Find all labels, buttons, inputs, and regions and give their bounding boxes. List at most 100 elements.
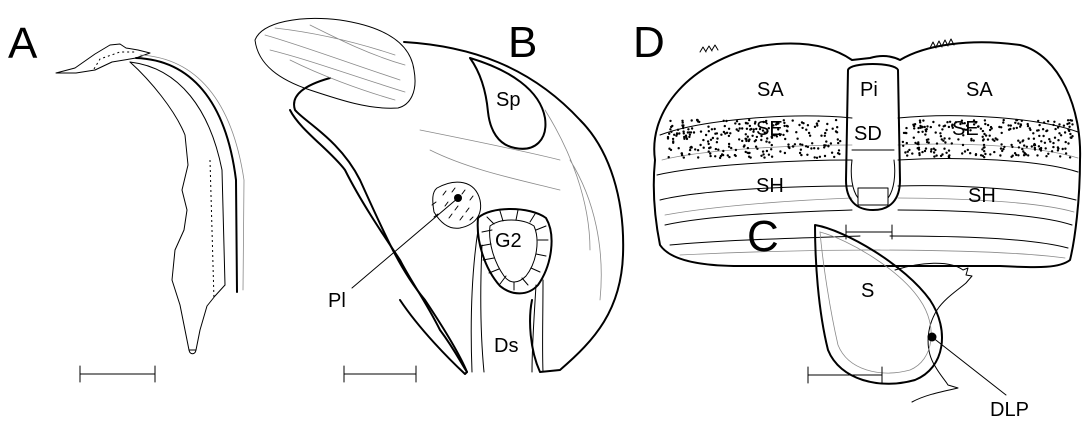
- stipple-dot: [944, 141, 946, 143]
- stipple-dot: [1059, 155, 1061, 157]
- stipple-dot: [990, 126, 992, 128]
- stipple-dot: [989, 153, 991, 155]
- stipple-dot: [1064, 131, 1066, 133]
- stipple-dot: [1065, 141, 1067, 143]
- stipple-dot: [1023, 154, 1025, 156]
- panel-b-body-outline: [294, 42, 623, 374]
- stipple-dot: [763, 156, 765, 158]
- stipple-dot: [920, 127, 922, 129]
- stipple-dot: [837, 138, 839, 140]
- stipple-dot: [922, 119, 924, 121]
- stipple-dot: [690, 146, 692, 148]
- stipple-dot: [678, 147, 680, 149]
- stipple-dot: [747, 147, 749, 149]
- stipple-dot: [670, 149, 672, 151]
- stipple-dot: [1033, 138, 1035, 140]
- stipple-dot: [951, 142, 953, 144]
- stipple-dot: [722, 154, 724, 156]
- stipple-dot: [983, 146, 985, 148]
- stipple-dot: [833, 156, 835, 158]
- stipple-dot: [766, 150, 768, 152]
- stipple-dot: [678, 132, 680, 134]
- stipple-dot: [738, 123, 740, 125]
- stipple-dot: [1032, 132, 1034, 134]
- stipple-dot: [681, 152, 683, 154]
- label-ds: Ds: [494, 335, 518, 357]
- stipple-dot: [687, 128, 689, 130]
- stipple-dot: [714, 128, 716, 130]
- stipple-dot: [784, 152, 786, 154]
- stipple-dot: [902, 145, 904, 147]
- stipple-dot: [682, 121, 684, 123]
- stipple-dot: [728, 135, 730, 137]
- stipple-dot: [710, 139, 712, 141]
- stipple-dot: [940, 135, 942, 137]
- stipple-dot: [989, 129, 991, 131]
- stipple-dot: [708, 143, 710, 145]
- stipple-dot: [925, 147, 927, 149]
- label-sa-left: SA: [757, 79, 784, 101]
- stipple-dot: [672, 140, 674, 142]
- stipple-dot: [1037, 120, 1039, 122]
- stipple-dot: [786, 130, 788, 132]
- stipple-dot: [723, 120, 725, 122]
- stipple-dot: [1017, 122, 1019, 124]
- stipple-dot: [933, 148, 935, 150]
- stipple-dot: [1021, 148, 1023, 150]
- stipple-right: [902, 119, 1074, 159]
- stipple-dot: [962, 144, 964, 146]
- stipple-dot: [816, 157, 818, 159]
- stipple-dot: [677, 129, 679, 131]
- stipple-dot: [906, 142, 908, 144]
- stipple-dot: [1038, 145, 1040, 147]
- stipple-dot: [702, 139, 704, 141]
- stipple-dot: [1014, 152, 1016, 154]
- stipple-dot: [739, 127, 741, 129]
- stipple-dot: [933, 151, 935, 153]
- stipple-dot: [683, 156, 685, 158]
- label-g2: G2: [495, 230, 522, 252]
- stipple-dot: [694, 148, 696, 150]
- stipple-dot: [800, 154, 802, 156]
- stipple-dot: [908, 149, 910, 151]
- stipple-dot: [748, 152, 750, 154]
- stipple-dot: [941, 153, 943, 155]
- stipple-dot: [813, 147, 815, 149]
- stipple-dot: [716, 132, 718, 134]
- stipple-dot: [948, 156, 950, 158]
- stipple-dot: [1029, 127, 1031, 129]
- stipple-dot: [1052, 142, 1054, 144]
- stipple-dot: [827, 145, 829, 147]
- stipple-dot: [941, 138, 943, 140]
- stipple-dot: [802, 122, 804, 124]
- label-s: S: [861, 280, 874, 302]
- stipple-dot: [762, 153, 764, 155]
- stipple-dot: [669, 120, 671, 122]
- stipple-dot: [1054, 137, 1056, 139]
- panel-c: C S DLP: [747, 212, 1029, 421]
- stipple-dot: [926, 139, 928, 141]
- stipple-dot: [1060, 134, 1062, 136]
- stipple-dot: [1069, 133, 1071, 135]
- stipple-dot: [784, 138, 786, 140]
- stipple-dot: [752, 131, 754, 133]
- stipple-dot: [938, 124, 940, 126]
- stipple-dot: [707, 126, 709, 128]
- label-pi: Pi: [860, 79, 878, 101]
- stipple-dot: [1064, 148, 1066, 150]
- stipple-dot: [987, 138, 989, 140]
- stipple-dot: [796, 138, 798, 140]
- stipple-dot: [1045, 155, 1047, 157]
- stipple-dot: [981, 148, 983, 150]
- stipple-dot: [744, 138, 746, 140]
- stipple-dot: [906, 154, 908, 156]
- panel-b-head: [255, 18, 415, 108]
- stipple-dot: [936, 142, 938, 144]
- stipple-dot: [748, 119, 750, 121]
- stipple-dot: [749, 128, 751, 130]
- stipple-dot: [722, 150, 724, 152]
- stipple-dot: [1063, 125, 1065, 127]
- stipple-dot: [935, 154, 937, 156]
- stipple-dot: [756, 148, 758, 150]
- stipple-dot: [689, 149, 691, 151]
